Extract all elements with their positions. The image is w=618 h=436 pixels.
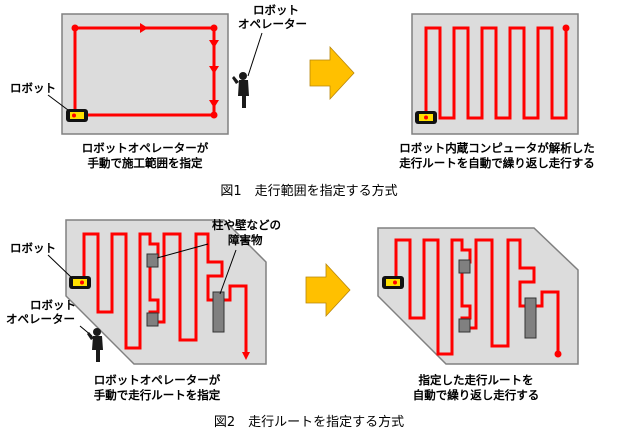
direction-arrow (209, 40, 219, 48)
robot-icon (382, 276, 404, 289)
robot-icon (415, 111, 437, 124)
corner-point (71, 24, 79, 32)
obstacle-label-line1: 柱や壁などの (212, 218, 281, 232)
fig1-left-panel: ロボット ロボット オペレーター ロボットオペレーターが 手動で施工範囲を指定 (10, 3, 307, 170)
fig2-left-caption-line1: ロボットオペレーターが (94, 373, 221, 387)
fig1-left-caption-line2: 手動で施工範囲を指定 (88, 156, 203, 170)
manual-route (82, 232, 250, 360)
obstacle-pillar (146, 312, 159, 327)
operator-label-line1: ロボット (253, 3, 299, 17)
zigzag-route (424, 26, 568, 120)
direction-arrow (140, 23, 148, 33)
process-arrow (309, 45, 355, 101)
direction-arrow (209, 100, 219, 108)
obstacle-pillar (458, 259, 471, 274)
fig1-left-caption-line1: ロボットオペレーターが (82, 141, 209, 155)
figure-2: ロボット 柱や壁などの 障害物 ロボット オペレーター ロボットオペレーターが … (6, 218, 579, 430)
operator-figure-icon (87, 328, 103, 362)
end-point (554, 350, 562, 358)
repeated-route (394, 238, 560, 356)
fig2-right-panel: 指定した走行ルートを 自動で繰り返し走行する (377, 227, 579, 402)
fig2-right-caption-line1: 指定した走行ルートを (419, 373, 534, 387)
fig2-left-panel: ロボット 柱や壁などの 障害物 ロボット オペレーター ロボットオペレーターが … (6, 218, 281, 402)
leader-line (47, 94, 69, 111)
fig1-right-panel: ロボット内蔵コンピュータが解析した 走行ルートを自動で繰り返し走行する (398, 13, 595, 170)
operator-figure-icon (232, 72, 249, 108)
fig2-right-caption-line2: 自動で繰り返し走行する (413, 388, 540, 402)
end-point (562, 24, 570, 32)
leader-line (156, 243, 209, 259)
leader-line (219, 249, 237, 295)
direction-arrow (209, 66, 219, 74)
robot-label: ロボット (10, 241, 56, 255)
figure-2-title: 図2 走行ルートを指定する方式 (214, 414, 404, 430)
figure-1-title: 図1 走行範囲を指定する方式 (220, 183, 397, 199)
leader-line (47, 254, 73, 279)
obstacle-wall (524, 297, 537, 339)
corner-point (210, 111, 218, 119)
obstacle-wall (212, 291, 225, 333)
corner-point (210, 24, 218, 32)
operator-label-line2: オペレーター (6, 312, 75, 326)
operator-label-line1: ロボット (30, 298, 76, 312)
figure-1: ロボット ロボット オペレーター ロボットオペレーターが 手動で施工範囲を指定 (10, 3, 595, 199)
process-arrow (305, 262, 351, 318)
leader-line (247, 32, 263, 77)
operator-label-line2: オペレーター (238, 17, 307, 31)
robot-icon (66, 109, 88, 122)
work-area (377, 227, 579, 365)
fig1-right-caption-line2: 走行ルートを自動で繰り返し走行する (398, 156, 595, 170)
obstacle-label-line2: 障害物 (228, 233, 263, 247)
robot-label: ロボット (10, 81, 56, 95)
obstacle-pillar (146, 253, 159, 268)
fig1-right-caption-line1: ロボット内蔵コンピュータが解析した (399, 141, 595, 155)
fig2-left-caption-line2: 手動で走行ルートを指定 (94, 388, 221, 402)
obstacle-pillar (458, 318, 471, 333)
robot-icon (69, 276, 91, 289)
